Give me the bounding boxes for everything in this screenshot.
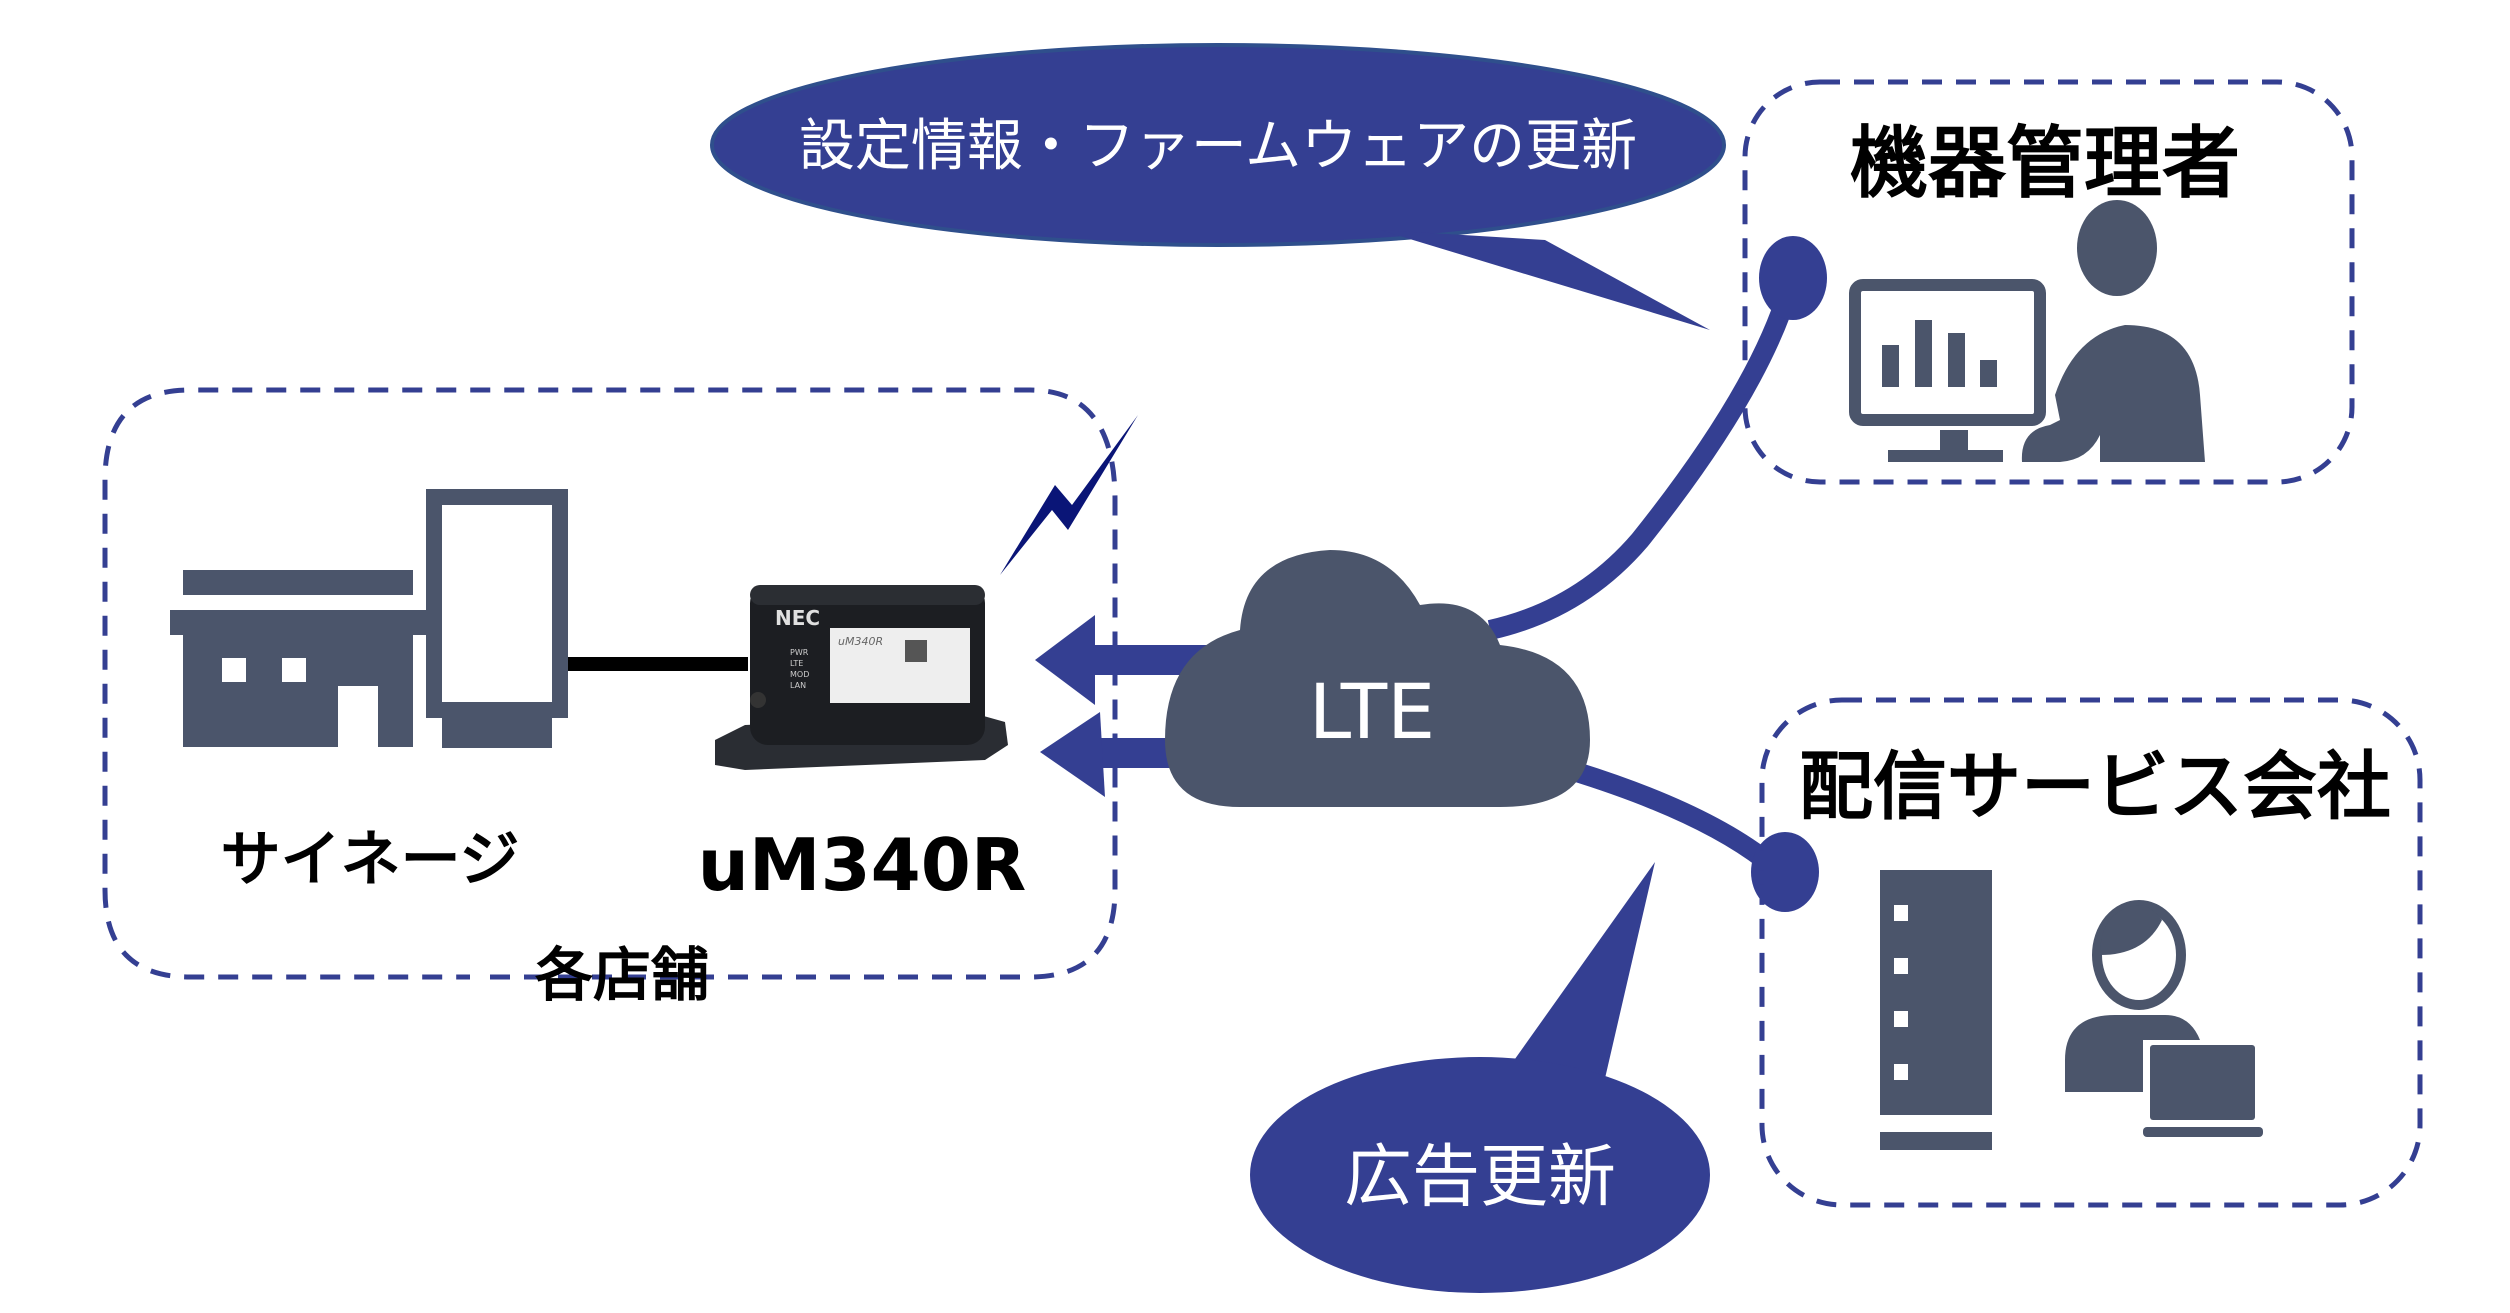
admin-speech-bubble <box>710 43 1726 330</box>
cloud-label: LTE <box>1309 667 1435 756</box>
lte-router-device: NEC uM340R PWR LTE MOD LAN <box>715 585 1008 770</box>
store-group-border <box>102 387 1118 980</box>
wireless-signal-bolt-icon <box>1000 415 1138 575</box>
connector-admin <box>1487 282 1800 640</box>
connector-node-admin <box>1759 236 1827 320</box>
router-led-pwr: PWR <box>790 648 809 657</box>
router-brand: NEC <box>775 606 820 630</box>
distributor-speech-bubble <box>1250 862 1710 1293</box>
router-label: uM340R <box>698 823 1027 907</box>
router-sticker-model: uM340R <box>838 635 883 648</box>
person-icon <box>2021 200 2205 462</box>
admin-title: 機器管理者 <box>1850 119 2240 209</box>
cloud-icon <box>1165 550 1590 807</box>
router-led-lte: LTE <box>790 659 803 668</box>
monitor-chart-icon <box>1849 279 2046 462</box>
store-group-label: 各店舗 <box>535 941 709 1009</box>
distributor-bubble-text: 広告更新 <box>1344 1138 1616 1217</box>
admin-group-border <box>1742 79 2355 485</box>
distributor-title: 配信サービス会社 <box>1799 744 2391 830</box>
signage-label: サイネージ <box>221 825 520 895</box>
server-tower-icon <box>1880 870 1992 1150</box>
distributor-group-border <box>1759 697 2423 1208</box>
admin-bubble-text: 設定情報・ファームウェアの更新 <box>799 114 1637 179</box>
person-with-laptop-icon <box>2065 900 2263 1137</box>
store-building-icon <box>170 570 430 747</box>
connector-distributor <box>1567 760 1772 868</box>
signage-display-icon <box>426 489 568 748</box>
connector-node-distributor <box>1751 832 1819 912</box>
ethernet-cable <box>568 657 748 671</box>
router-led-mod: MOD <box>790 670 809 679</box>
router-led-lan: LAN <box>790 681 806 690</box>
